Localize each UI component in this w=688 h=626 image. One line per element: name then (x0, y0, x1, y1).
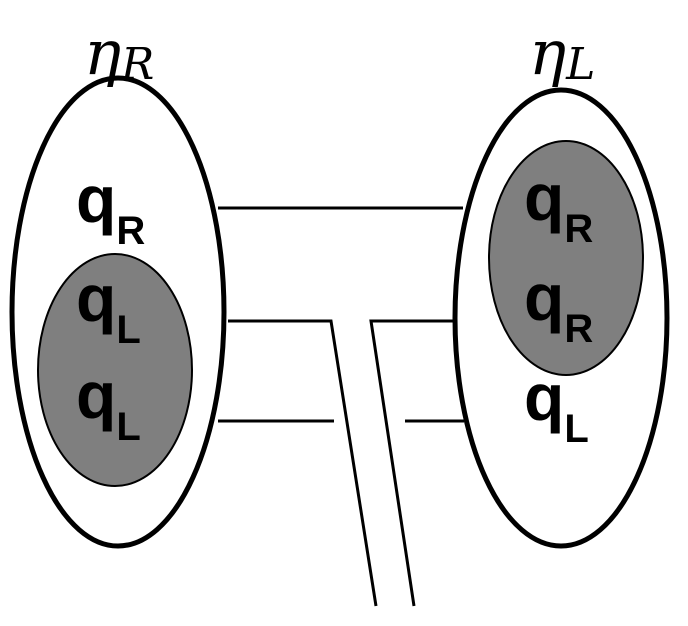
left-diquark-ellipse (37, 253, 193, 487)
right-quark-1: qR (524, 160, 593, 251)
right-cluster-label: ηL (529, 16, 595, 90)
right-cluster-label-sub: L (565, 39, 595, 90)
left-cluster-label-main: η (84, 16, 121, 89)
right-quark-3-sub: L (564, 407, 588, 451)
left-quark-3: qL (76, 358, 141, 449)
right-quark-2: qR (524, 260, 593, 351)
right-quark-2-base: q (524, 260, 564, 334)
middle-right-quark-line (369, 319, 455, 607)
right-quark-1-sub: R (564, 207, 593, 251)
left-quark-3-sub: L (116, 405, 140, 449)
left-quark-1-sub: R (116, 209, 145, 253)
right-quark-3: qL (524, 360, 589, 451)
left-quark-1: qR (76, 162, 145, 253)
right-cluster-label-main: η (529, 16, 566, 89)
left-quark-3-base: q (76, 358, 116, 432)
right-diquark-ellipse (488, 140, 644, 376)
left-cluster-label-sub: R (120, 39, 154, 90)
left-quark-2-base: q (76, 261, 116, 335)
right-quark-1-base: q (524, 160, 564, 234)
left-quark-2-sub: L (116, 308, 140, 352)
left-quark-2: qL (76, 261, 141, 352)
left-cluster-label: ηR (84, 16, 154, 90)
right-quark-3-base: q (524, 360, 564, 434)
middle-left-quark-line (228, 319, 378, 607)
left-quark-1-base: q (76, 162, 116, 236)
right-quark-2-sub: R (564, 307, 593, 351)
